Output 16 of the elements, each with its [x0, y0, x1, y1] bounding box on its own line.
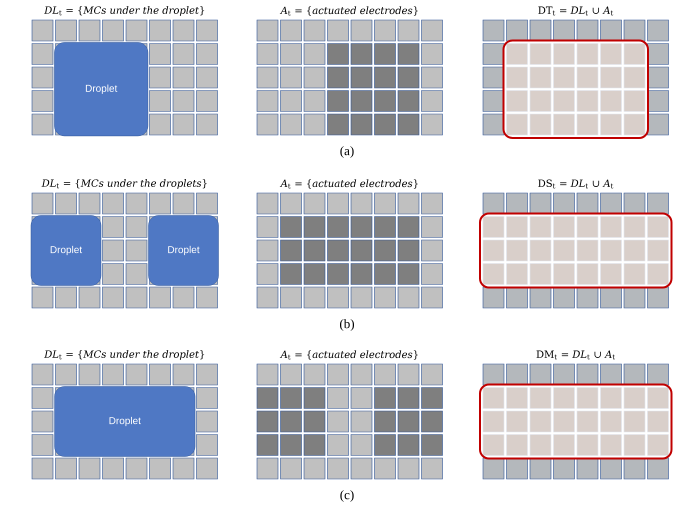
formula-label: DS$_{t}$ = DL$_{t}$ ∪ A$_{t}$	[538, 179, 614, 188]
formula-label: DT$_{t}$ = DL$_{t}$ ∪ A$_{t}$	[538, 6, 614, 16]
droplet: Droplet	[54, 386, 196, 457]
formula-label: DM$_{t}$ = DL$_{t}$ ∪ A$_{t}$	[536, 350, 616, 360]
formula-label: A$_{t}$ = {actuated electrodes}	[280, 179, 418, 189]
formula-label: DL$_{t}$ = {MCs under the droplet}	[44, 6, 204, 16]
subfigure-label: (c)	[340, 490, 354, 502]
formula-label: DL$_{t}$ = {MCs under the droplet}	[44, 350, 204, 360]
droplet: Droplet	[54, 42, 148, 136]
subfigure-label: (a)	[340, 146, 354, 158]
droplet: Droplet	[148, 215, 219, 286]
subfigure-label: (b)	[340, 319, 354, 331]
formula-label: DL$_{t}$ = {MCs under the droplets}	[42, 179, 207, 189]
formula-label: A$_{t}$ = {actuated electrodes}	[280, 350, 418, 360]
formula-label: A$_{t}$ = {actuated electrodes}	[280, 6, 418, 16]
droplet: Droplet	[30, 215, 102, 286]
